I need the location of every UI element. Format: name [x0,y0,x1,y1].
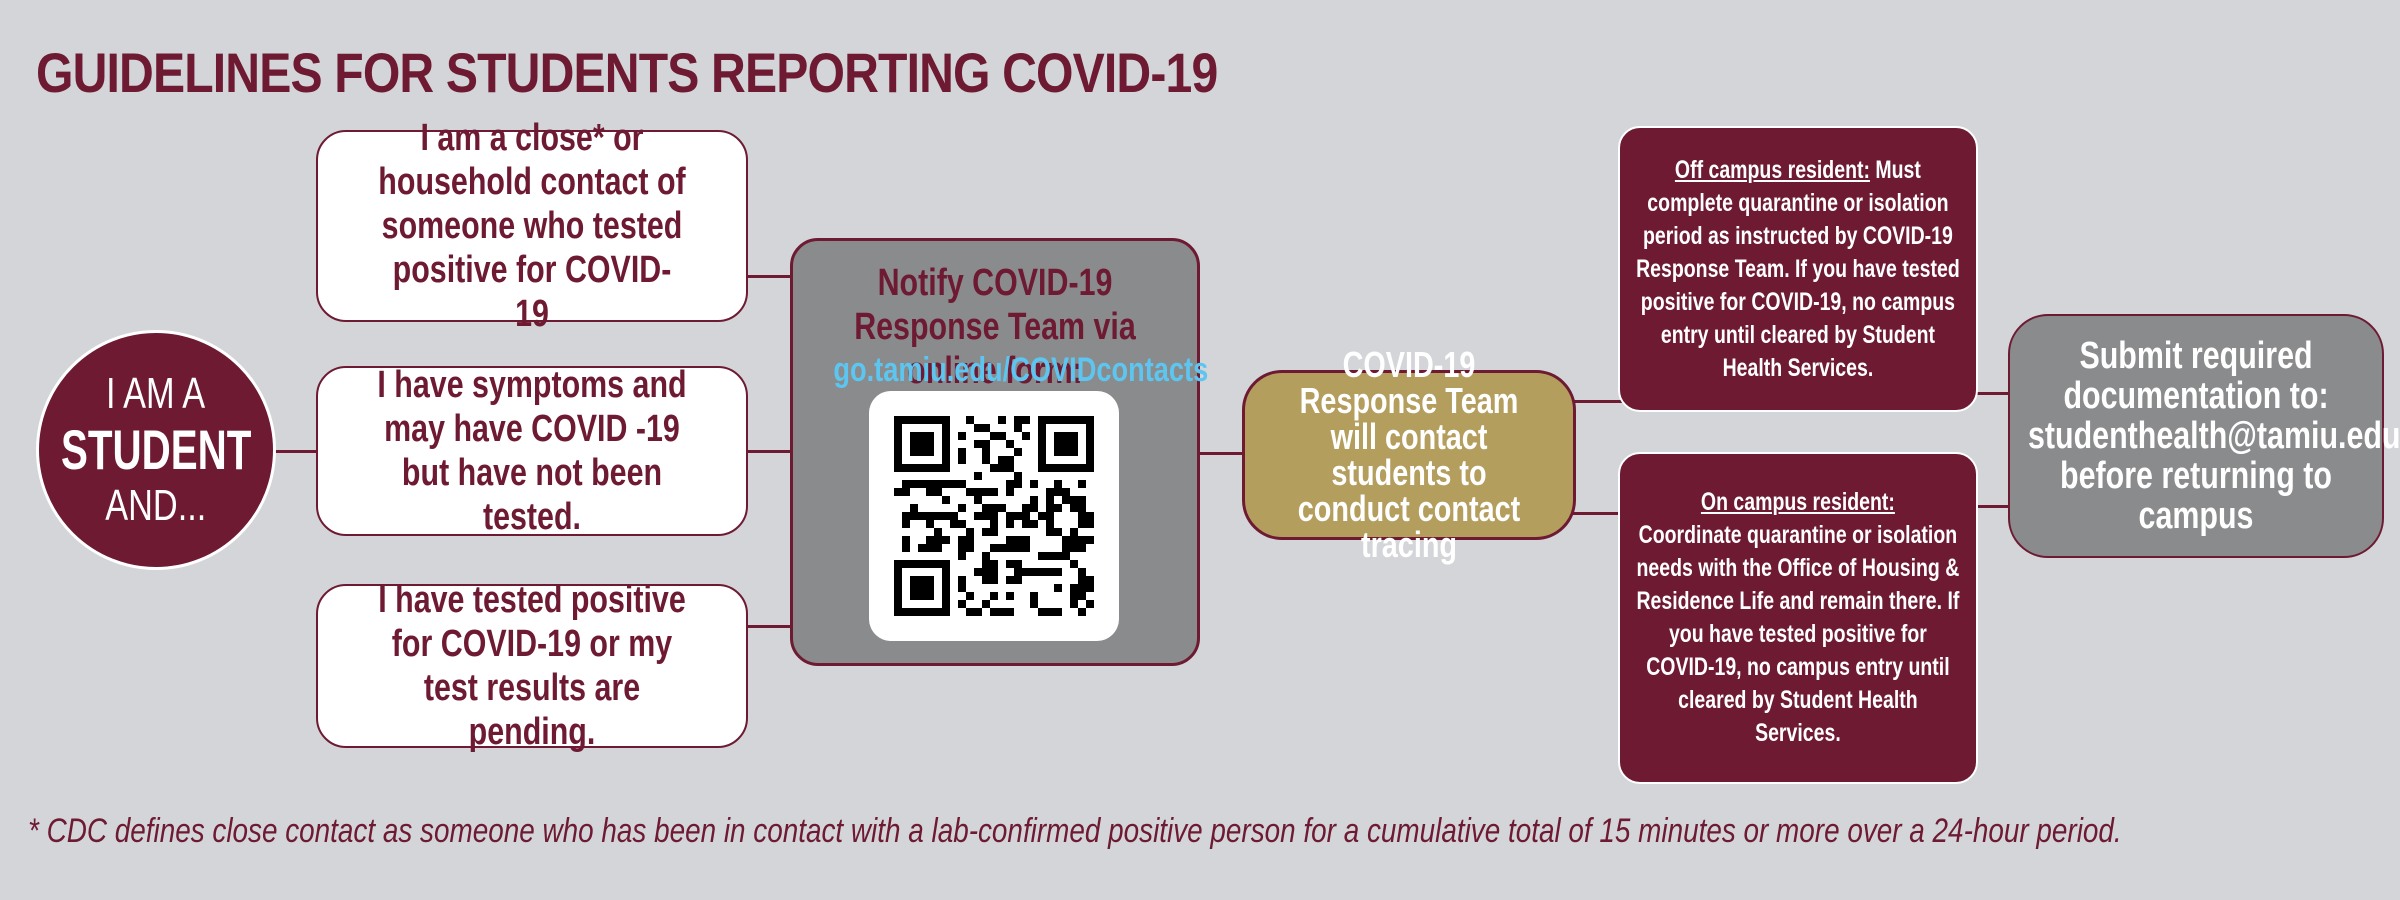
student-circle: I AM A STUDENT AND... [36,330,276,570]
off-campus-content: Off campus resident: Must complete quara… [1634,154,1961,385]
situation-close-contact: I am a close* or household contact of so… [316,117,748,335]
situation-text: I am a close* or household contact of so… [378,117,686,335]
situation-tested-positive: I have tested positive for COVID-19 or m… [316,579,748,753]
on-campus-content: On campus resident: Coordinate quarantin… [1634,486,1961,750]
on-campus-heading: On campus resident: [1701,488,1895,516]
off-campus-text: Must complete quarantine or isolation pe… [1636,155,1960,382]
student-line3: AND... [105,481,207,530]
connector-line [746,625,792,628]
response-team-text: COVID-19 Response Team will contact stud… [1297,344,1521,565]
on-campus-box: On campus resident: Coordinate quarantin… [1618,452,1978,784]
connector-line [1976,505,2010,508]
connector-line [1976,392,2010,395]
notify-text: Notify COVID-19 Response Team via online… [854,262,1136,392]
connector-line [746,450,792,453]
qr-code-icon[interactable] [869,391,1119,641]
page-title: GUIDELINES FOR STUDENTS REPORTING COVID-… [36,41,1218,104]
student-line1: I AM A [106,369,206,418]
connector-line [1572,400,1622,403]
off-campus-box: Off campus resident: Must complete quara… [1618,126,1978,412]
notify-link[interactable]: go.tamiu.edu/COVIDcontacts [833,351,1209,389]
submit-text: Submit required documentation to: studen… [2028,335,2400,537]
submit-box: Submit required documentation to: studen… [2008,314,2400,558]
connector-line [746,275,792,278]
situation-symptoms: I have symptoms and may have COVID -19 b… [316,364,748,538]
connector-line [274,450,318,453]
on-campus-text: Coordinate quarantine or isolation needs… [1636,521,1960,747]
response-team-box: COVID-19 Response Team will contact stud… [1242,347,1576,563]
connector-line [1198,452,1244,455]
footnote: * CDC defines close contact as someone w… [28,812,2122,850]
notify-box: Notify COVID-19 Response Team via online… [790,238,1209,666]
situation-text: I have symptoms and may have COVID -19 b… [377,364,687,538]
connector-line [1572,512,1622,515]
situation-text: I have tested positive for COVID-19 or m… [378,579,686,753]
off-campus-heading: Off campus resident: [1675,155,1871,184]
student-line2: STUDENT [60,418,252,481]
